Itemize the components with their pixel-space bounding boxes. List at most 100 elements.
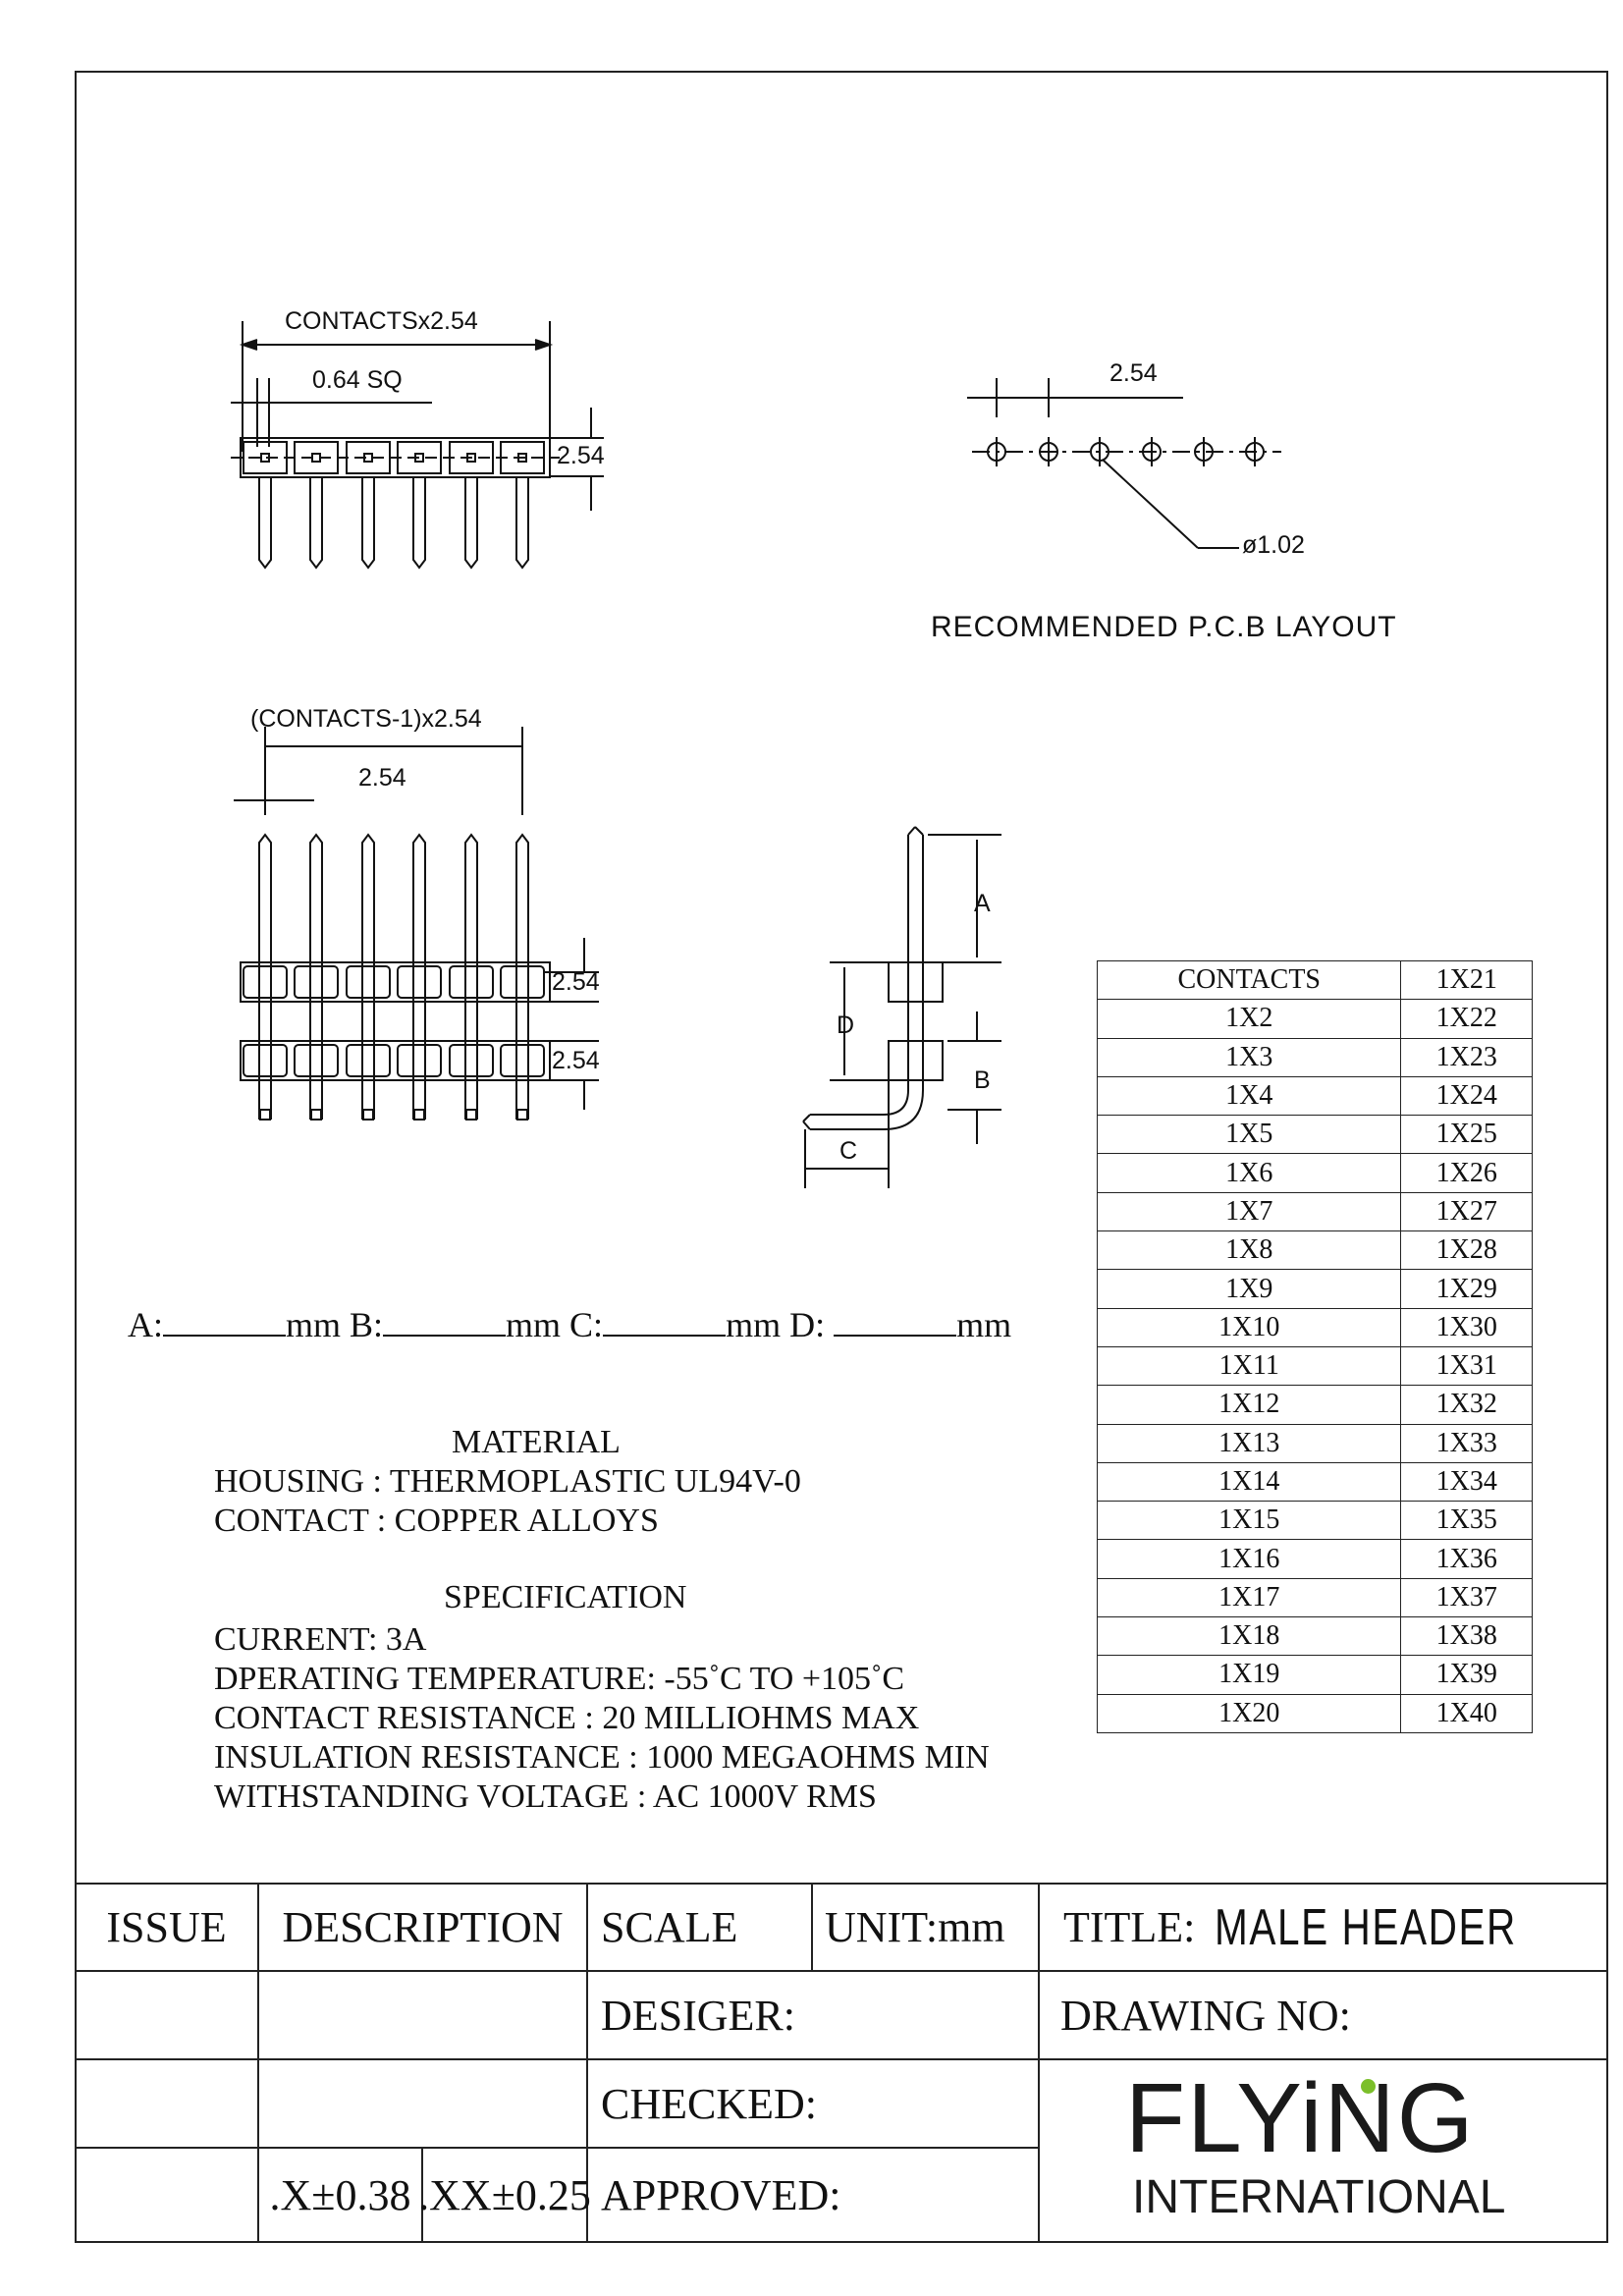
contacts-cell-right: 1X25 xyxy=(1400,1115,1533,1155)
dim-front-h1: 2.54 xyxy=(552,968,600,996)
dim-front-pitch: 2.54 xyxy=(358,764,406,792)
front-housing-cell-upper xyxy=(449,965,494,999)
contacts-cell-right: 1X29 xyxy=(1400,1269,1533,1309)
fill-blank-a[interactable] xyxy=(163,1335,286,1337)
unit-label: UNIT:mm xyxy=(825,1903,1005,1951)
top-pin-square xyxy=(260,453,270,463)
contacts-cell-right: 1X26 xyxy=(1400,1153,1533,1193)
front-housing-cell-upper xyxy=(500,965,545,999)
contacts-cell-left: 1X7 xyxy=(1096,1191,1402,1232)
top-pin-square xyxy=(363,453,373,463)
contacts-cell-right: 1X21 xyxy=(1400,959,1533,1001)
front-pin xyxy=(464,833,478,1120)
contacts-cell-right: 1X31 xyxy=(1400,1345,1533,1387)
top-pin-square xyxy=(517,453,527,463)
front-pin xyxy=(258,833,272,1120)
front-pin xyxy=(412,833,426,1120)
contacts-cell-left: 1X20 xyxy=(1096,1693,1402,1733)
front-housing-cell-lower xyxy=(449,1044,494,1077)
front-pin-tip xyxy=(259,1109,271,1121)
contacts-cell-right: 1X22 xyxy=(1400,999,1533,1039)
contacts-cell-right: 1X40 xyxy=(1400,1693,1533,1733)
front-pin-tip xyxy=(413,1109,425,1121)
fill-unit-b: mm xyxy=(506,1305,562,1344)
top-housing-cell xyxy=(294,441,339,474)
contacts-cell-left: 1X2 xyxy=(1096,999,1402,1039)
contacts-cell-left: 1X14 xyxy=(1096,1461,1402,1503)
front-pin-tip xyxy=(362,1109,374,1121)
contacts-cell-left: 1X17 xyxy=(1096,1577,1402,1618)
contacts-cell-right: 1X30 xyxy=(1400,1307,1533,1347)
fill-unit-d: mm xyxy=(956,1305,1012,1344)
spec-contact-resistance: CONTACT RESISTANCE : 20 MILLIOHMS MAX xyxy=(214,1700,920,1736)
front-housing-cell-upper xyxy=(243,965,288,999)
tolerance-x: .X±0.38 xyxy=(269,2171,411,2219)
front-housing-cell-lower xyxy=(500,1044,545,1077)
fill-label-c: C: xyxy=(569,1305,604,1344)
dim-label-b: B xyxy=(974,1066,991,1094)
drawing-frame xyxy=(75,71,1608,2243)
top-pin-tail xyxy=(361,477,375,570)
contacts-cell-left: 1X5 xyxy=(1096,1115,1402,1155)
front-housing-cell-upper xyxy=(397,965,442,999)
specification-heading: SPECIFICATION xyxy=(444,1579,687,1615)
dim-label-a: A xyxy=(974,890,991,917)
contacts-cell-right: 1X23 xyxy=(1400,1037,1533,1077)
front-housing-cell-upper xyxy=(346,965,391,999)
top-housing-cell xyxy=(397,441,442,474)
fill-label-a: A: xyxy=(128,1305,163,1344)
fill-unit-a: mm xyxy=(286,1305,342,1344)
dim-pin-square: 0.64 SQ xyxy=(312,366,403,394)
contacts-cell-right: 1X36 xyxy=(1400,1539,1533,1579)
top-pin-tail xyxy=(309,477,323,570)
contacts-cell-right: 1X35 xyxy=(1400,1501,1533,1541)
top-housing-cell xyxy=(346,441,391,474)
approved-label: APPROVED: xyxy=(601,2171,841,2219)
spec-temperature: DPERATING TEMPERATURE: -55˚C TO +105˚C xyxy=(214,1661,904,1697)
top-pin-square xyxy=(311,453,321,463)
dim-pitch-side: 2.54 xyxy=(557,442,605,469)
fill-blank-d[interactable] xyxy=(834,1335,957,1337)
description-header: DESCRIPTION xyxy=(282,1903,564,1951)
top-housing-cell xyxy=(449,441,494,474)
logo-dot-icon xyxy=(1361,2079,1376,2094)
fill-blank-b[interactable] xyxy=(383,1335,507,1337)
contacts-cell-left: 1X13 xyxy=(1096,1423,1402,1463)
fill-blank-c[interactable] xyxy=(603,1335,727,1337)
contacts-cell-right: 1X34 xyxy=(1400,1461,1533,1503)
contacts-cell-left: 1X6 xyxy=(1096,1153,1402,1193)
dim-pcb-pitch: 2.54 xyxy=(1109,359,1158,387)
spec-insulation-resistance: INSULATION RESISTANCE : 1000 MEGAOHMS MI… xyxy=(214,1739,990,1776)
dim-label-d: D xyxy=(837,1011,854,1039)
tolerance-xx: .XX±0.25 xyxy=(418,2171,591,2219)
top-pin-tail xyxy=(258,477,272,570)
fill-label-d: D: xyxy=(789,1305,826,1344)
front-housing-cell-lower xyxy=(243,1044,288,1077)
drawing-no-label: DRAWING NO: xyxy=(1060,1991,1351,2040)
title-value: MALE HEADER xyxy=(1215,1898,1518,1956)
contacts-cell-right: 1X24 xyxy=(1400,1075,1533,1117)
title-row: TITLE: MALE HEADER xyxy=(1063,1884,1608,1971)
material-contact: CONTACT : COPPER ALLOYS xyxy=(214,1503,659,1539)
fill-unit-c: mm xyxy=(726,1305,782,1344)
top-housing-cell xyxy=(500,441,545,474)
designer-label: DESIGER: xyxy=(601,1991,795,2040)
contacts-cell-left: 1X15 xyxy=(1096,1501,1402,1541)
top-pin-tail xyxy=(464,477,478,570)
scale-label: SCALE xyxy=(601,1903,738,1951)
material-heading: MATERIAL xyxy=(452,1424,621,1460)
title-label: TITLE: xyxy=(1063,1903,1196,1951)
